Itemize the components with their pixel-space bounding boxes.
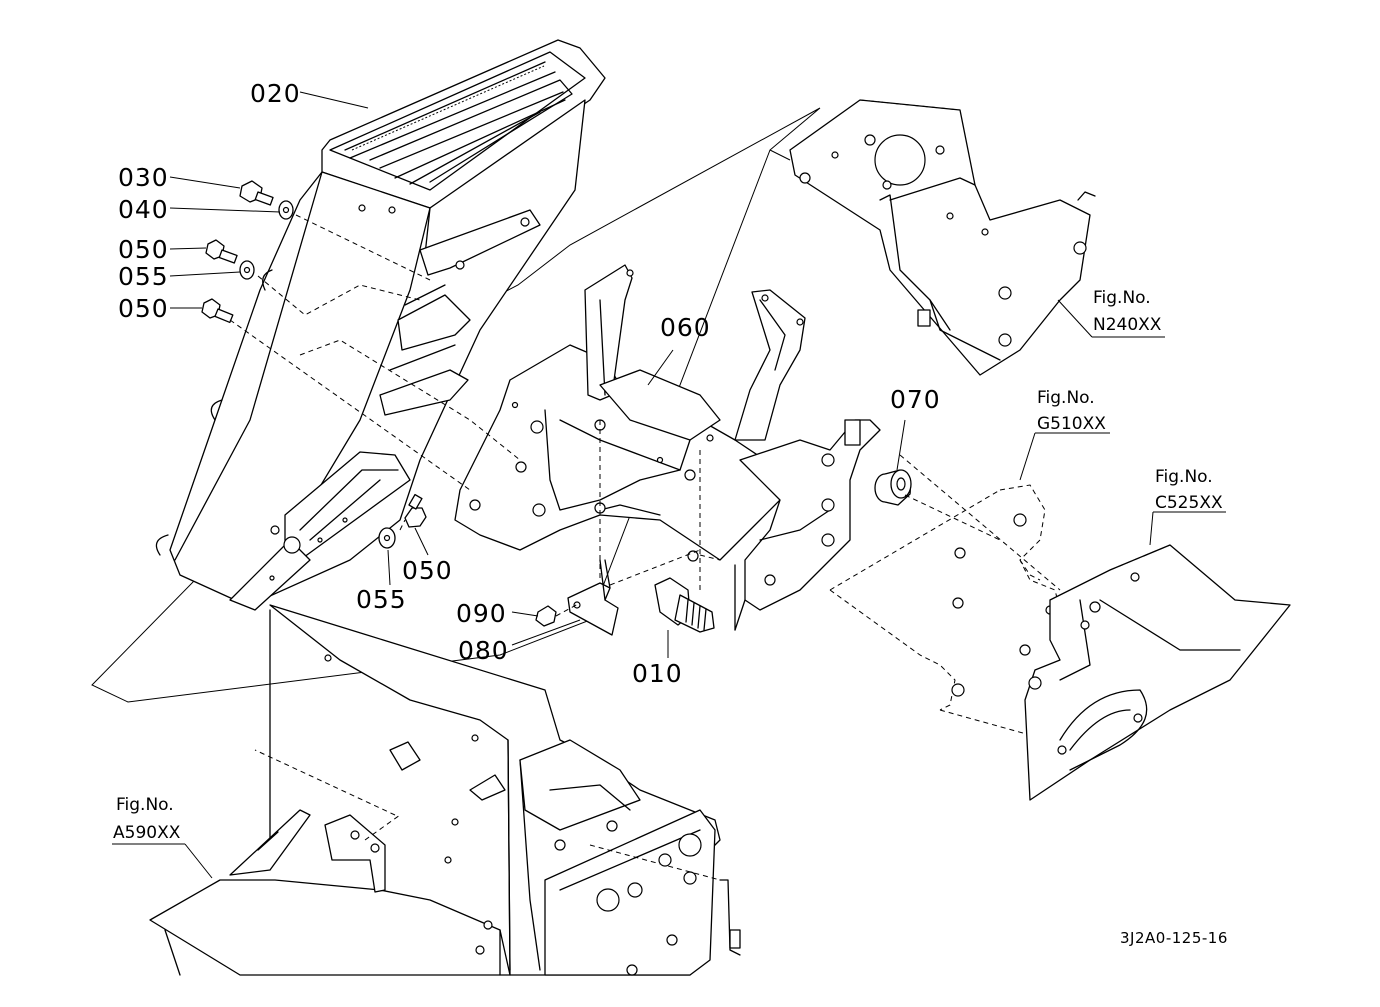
part-label-055: 055 [118, 262, 169, 291]
ref-part-n240 [789, 99, 1096, 376]
fig-ref-code: C525XX [1155, 493, 1223, 513]
assembly-lines [229, 214, 1001, 617]
ref-part-c525 [1024, 544, 1291, 801]
part-label-020: 020 [250, 79, 301, 108]
part-label-050: 050 [118, 235, 169, 264]
collar [874, 469, 912, 506]
part-label-080: 080 [458, 636, 509, 665]
leader-lines [112, 91, 1226, 879]
part-label-090: 090 [456, 599, 507, 628]
fig-ref-code: N240XX [1093, 315, 1162, 335]
part-label-070: 070 [890, 385, 941, 414]
steering-post [155, 39, 606, 611]
cap-bolt [654, 577, 715, 633]
reference-outline [91, 107, 821, 703]
ref-part-a590 [149, 604, 741, 976]
part-label-050: 050 [118, 294, 169, 323]
part-label-010: 010 [632, 659, 683, 688]
part-label-040: 040 [118, 195, 169, 224]
fig-ref-prefix: Fig.No. [1037, 388, 1095, 408]
fig-ref-code: G510XX [1037, 414, 1106, 434]
part-label-050: 050 [402, 556, 453, 585]
fig-ref-prefix: Fig.No. [1093, 288, 1151, 308]
fig-ref-code: A590XX [113, 823, 181, 843]
fasteners [201, 180, 427, 549]
drawing-code: 3J2A0-125-16 [1120, 929, 1228, 947]
small-bracket [535, 559, 619, 636]
figure-references: Fig.No. N240XX Fig.No. G510XX Fig.No. C5… [113, 288, 1223, 843]
part-label-030: 030 [118, 163, 169, 192]
ref-part-g510 [829, 454, 1061, 736]
main-bracket [454, 264, 881, 631]
fig-ref-prefix: Fig.No. [116, 795, 174, 815]
part-label-055: 055 [356, 585, 407, 614]
fig-ref-prefix: Fig.No. [1155, 467, 1213, 487]
part-label-060: 060 [660, 313, 711, 342]
part-labels: 020 030 040 050 055 050 055 050 060 070 … [118, 79, 941, 688]
